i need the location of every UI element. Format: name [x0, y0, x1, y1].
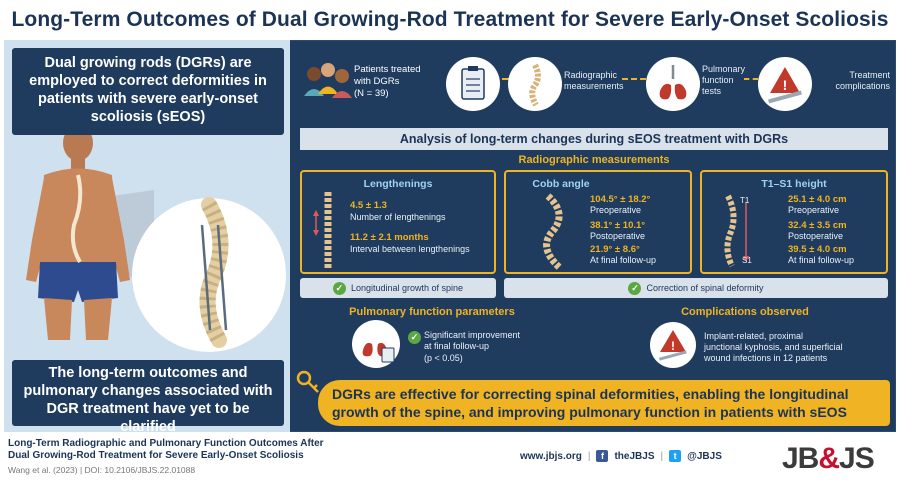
flow-connector: [744, 78, 758, 80]
cobb-title: Cobb angle: [532, 178, 590, 190]
check-icon: ✓: [408, 331, 421, 344]
left-gap-text: The long-term outcomes and pulmonary cha…: [12, 360, 284, 432]
t1s1-post-label: Postoperative: [788, 231, 844, 241]
footer: Long-Term Radiographic and Pulmonary Fun…: [0, 432, 900, 483]
analysis-title: Analysis of long-term changes during sEO…: [300, 128, 888, 150]
cobb-post-value: 38.1° ± 10.1°: [590, 220, 646, 231]
patients-box: Patients treated with DGRs (N = 39): [300, 54, 440, 114]
facebook-link[interactable]: theJBJS: [614, 450, 655, 462]
patients-line2: with DGRs: [354, 76, 400, 87]
cobb-post-label: Postoperative: [590, 231, 646, 241]
study-flow: Patients treated with DGRs (N = 39) Radi…: [300, 48, 892, 118]
logo-js: JS: [839, 442, 875, 475]
t1s1-card: T1–S1 height T1 S1 25.1 ± 4.0 cm Preoper…: [700, 170, 888, 274]
lengthenings-interval-value: 11.2 ± 2.1 months: [350, 232, 429, 243]
check-icon: ✓: [332, 281, 346, 295]
correction-pill: ✓ Correction of spinal deformity: [504, 278, 888, 298]
cobb-pre-value: 104.5° ± 18.2°: [590, 194, 651, 205]
divider: |: [587, 450, 591, 462]
warning-circle: !: [758, 57, 812, 111]
clipboard-circle: [446, 57, 500, 111]
complications-line1: Implant-related, proximal: [704, 331, 804, 341]
patients-line1: Patients treated: [354, 64, 421, 75]
complications-heading: Complications observed: [681, 306, 809, 318]
lengthenings-interval-label: Interval between lengthenings: [350, 244, 470, 254]
lungs-icon: [362, 332, 395, 363]
conclusion-banner: DGRs are effective for correcting spinal…: [318, 380, 890, 426]
t1s1-final-value: 39.5 ± 4.0 cm: [788, 244, 847, 255]
divider: |: [660, 450, 664, 462]
lungs-circle: [646, 57, 700, 111]
t1-marker: T1: [740, 196, 750, 205]
warning-icon: !: [768, 67, 802, 104]
lengthenings-card: Lengthenings 4.5 ± 1.3 Number of lengthe…: [300, 170, 496, 274]
height-spine-icon: [724, 194, 749, 268]
radiographic-heading: Radiographic measurements: [518, 154, 670, 166]
lengthenings-count-label: Number of lengthenings: [350, 212, 446, 222]
warning-icon: !: [658, 330, 687, 361]
cobb-pre-label: Preoperative: [590, 205, 642, 215]
flow-connector: [622, 78, 646, 80]
check-icon: ✓: [628, 281, 642, 295]
key-icon: [296, 370, 319, 393]
t1s1-post-value: 32.4 ± 3.5 cm: [788, 220, 847, 231]
s1-marker: S1: [742, 256, 752, 265]
pulmonary-heading: Pulmonary function parameters: [349, 306, 515, 318]
correction-text: Correction of spinal deformity: [646, 283, 764, 293]
longitudinal-growth-pill: ✓ Longitudinal growth of spine: [300, 278, 496, 298]
longitudinal-growth-text: Longitudinal growth of spine: [350, 283, 464, 293]
cobb-card: Cobb angle 104.5° ± 18.2° Preoperative 3…: [504, 170, 692, 274]
twitter-link[interactable]: @JBJS: [687, 450, 722, 462]
patients-group-icon: [304, 63, 352, 98]
cobb-final-label: At final follow-up: [590, 255, 657, 265]
complications-line2: junctional kyphosis, and superficial: [704, 342, 843, 352]
pulmonary-line2: at final follow-up: [424, 341, 490, 351]
pulmonary-circle: [352, 320, 400, 368]
spine-icon: [529, 63, 541, 107]
pulmonary-line1: Significant improvement: [424, 330, 521, 340]
title-bar: Long-Term Outcomes of Dual Growing-Rod T…: [0, 0, 900, 40]
complications-line3: wound infections in 12 patients: [704, 353, 828, 363]
article-title-line1: Long-Term Radiographic and Pulmonary Fun…: [8, 438, 324, 449]
infographic-title: Long-Term Outcomes of Dual Growing-Rod T…: [11, 8, 889, 31]
spine-lengthening-icon: [313, 192, 332, 270]
logo-ampersand: &: [818, 442, 840, 475]
left-intro-text: Dual growing rods (DGRs) are employed to…: [12, 48, 284, 135]
lungs-icon: [659, 65, 687, 100]
lengthenings-count-value: 4.5 ± 1.3: [350, 200, 387, 211]
citation: Wang et al. (2023) | DOI: 10.2106/JBJS.2…: [8, 465, 196, 475]
article-title: Long-Term Radiographic and Pulmonary Fun…: [8, 438, 324, 462]
pulmonary-pvalue: (p < 0.05): [424, 353, 463, 363]
social-links: www.jbjs.org | f theJBJS | t @JBJS: [520, 450, 722, 462]
left-panel: Dual growing rods (DGRs) are employed to…: [4, 40, 290, 432]
patient-illustration: [26, 125, 286, 352]
facebook-icon: f: [596, 450, 609, 462]
website-link[interactable]: www.jbjs.org: [520, 450, 582, 462]
clipboard-icon: [461, 66, 485, 100]
cobb-final-value: 21.9° ± 8.6°: [590, 244, 640, 255]
patients-count: (N = 39): [354, 88, 389, 99]
step-pulmonary-label: Pulmonary function tests: [702, 64, 746, 96]
lengthenings-title: Lengthenings: [363, 178, 433, 190]
step-radiographic-label: Radiographic measurements: [564, 70, 624, 91]
t1s1-final-label: At final follow-up: [788, 255, 855, 265]
logo-jb: JB: [782, 442, 819, 475]
t1s1-title: T1–S1 height: [761, 178, 827, 190]
step-complications-label: Treatment complications: [835, 70, 890, 91]
curved-spine-icon: [543, 193, 563, 271]
t1s1-pre-label: Preoperative: [788, 205, 840, 215]
twitter-icon: t: [669, 450, 682, 462]
spine-circle: [508, 57, 562, 111]
svg-text:!: !: [671, 339, 675, 353]
jbjs-logo: JB&JS: [782, 442, 875, 476]
complications-circle: !: [650, 322, 696, 368]
svg-text:!: !: [783, 77, 788, 93]
patients-text: Patients treated with DGRs (N = 39): [354, 64, 434, 100]
t1s1-pre-value: 25.1 ± 4.0 cm: [788, 194, 847, 205]
article-title-line2: Dual Growing-Rod Treatment for Severe Ea…: [8, 450, 304, 461]
